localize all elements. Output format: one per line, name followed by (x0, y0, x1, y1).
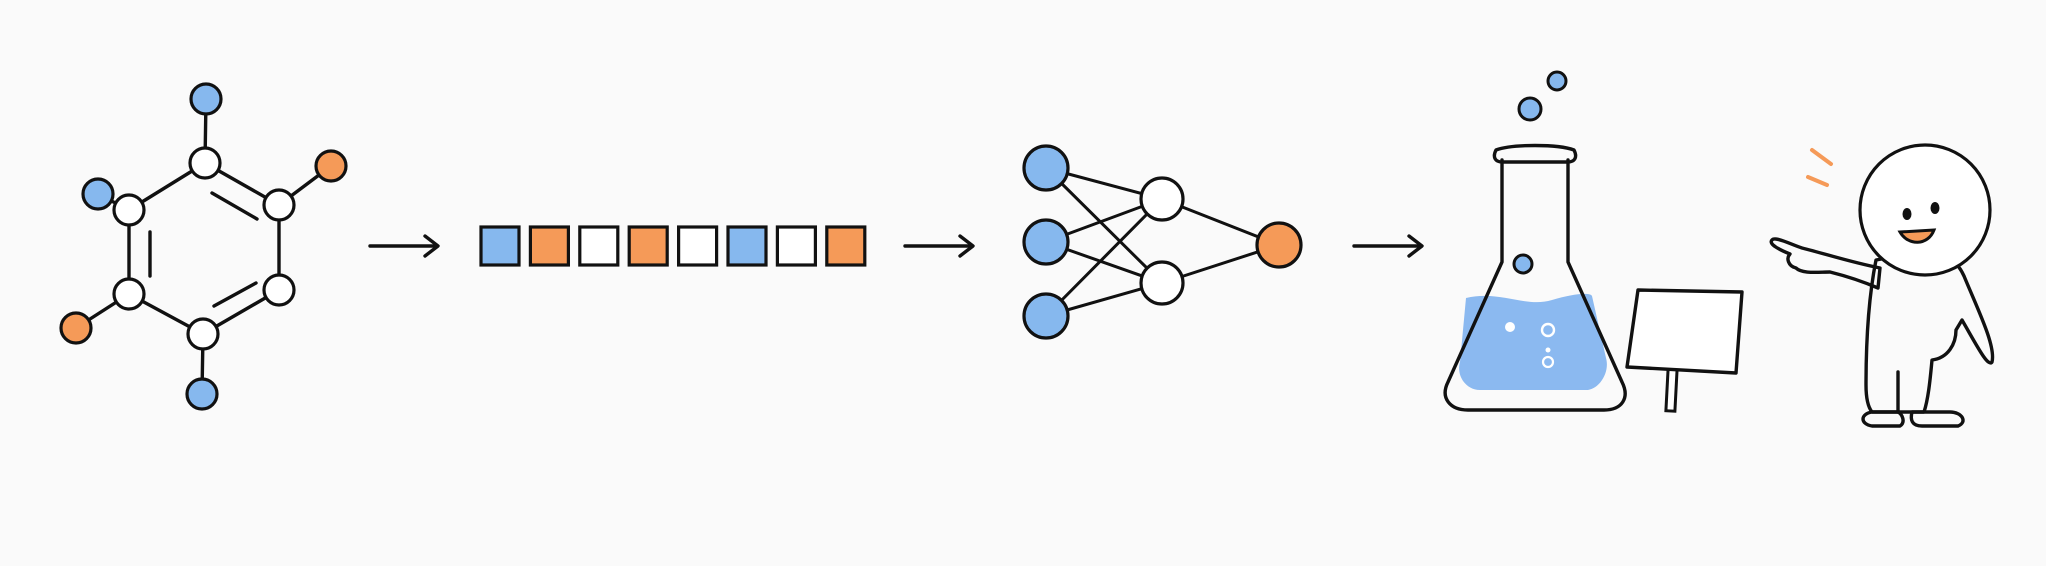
character-eye (1930, 202, 1940, 214)
network-node (1022, 292, 1070, 340)
character-body (1864, 249, 1995, 414)
substituent-atom (189, 82, 223, 116)
character-pointing-arm (1769, 237, 1882, 290)
ring-atom (186, 317, 220, 351)
double-bond-stroke (212, 281, 258, 308)
molecule-substituent-atoms (59, 82, 348, 411)
fingerprint-bit (578, 225, 620, 267)
network-node (1139, 260, 1185, 306)
molecule-structure (59, 82, 348, 411)
flask-bubble (1541, 355, 1555, 369)
character-eye (1902, 208, 1912, 220)
network-nodes (1022, 144, 1303, 340)
flask-bubble (1517, 96, 1543, 122)
substituent-atom (185, 377, 219, 411)
fingerprint-vector (479, 225, 867, 267)
network-edge (1044, 166, 1164, 285)
flask-liquid (1459, 293, 1607, 390)
flask-bubble (1546, 70, 1568, 92)
flask-bubble (1512, 253, 1534, 275)
ring-atom (262, 188, 296, 222)
ring-atom (188, 146, 222, 180)
character-mouth (1897, 228, 1937, 244)
ring-atom (262, 273, 296, 307)
network-node (1139, 176, 1185, 222)
network-node (1022, 144, 1070, 192)
fingerprint-bit (528, 225, 571, 267)
fingerprint-bit (627, 225, 669, 267)
molecule-ring-atoms (112, 146, 296, 351)
blank-sign (1625, 288, 1744, 413)
network-node (1022, 218, 1070, 266)
ring-atom (112, 193, 146, 227)
flask-bubble (1505, 322, 1515, 332)
fingerprint-bit (775, 225, 818, 267)
pointing-character (1769, 143, 1995, 428)
flask-outline (1443, 158, 1627, 412)
character-foot (1909, 410, 1965, 428)
lab-flask-icon (1443, 70, 1627, 412)
substituent-atom (81, 177, 115, 211)
fingerprint-bit (676, 225, 719, 267)
substituent-atom (314, 149, 348, 183)
double-bond-stroke (210, 191, 259, 221)
sign-post (1664, 366, 1679, 413)
neural-network (1022, 144, 1303, 340)
arrow-right-icon (368, 234, 440, 258)
fingerprint-bit (479, 225, 521, 267)
fingerprint-bit (825, 225, 867, 267)
sign-board (1625, 288, 1744, 375)
ring-atom (112, 277, 146, 311)
substituent-atom (59, 311, 93, 345)
flask-rim (1492, 143, 1578, 164)
arrow-right-icon (1352, 234, 1424, 258)
character-head (1858, 143, 1992, 277)
network-node (1255, 221, 1303, 269)
excitement-lines (1806, 148, 1833, 187)
network-edge (1044, 197, 1164, 318)
fingerprint-bit (726, 225, 768, 267)
flask-bubble (1545, 347, 1551, 353)
character-foot (1861, 410, 1905, 428)
arrow-right-icon (903, 234, 975, 258)
flask-bubble (1540, 322, 1556, 338)
